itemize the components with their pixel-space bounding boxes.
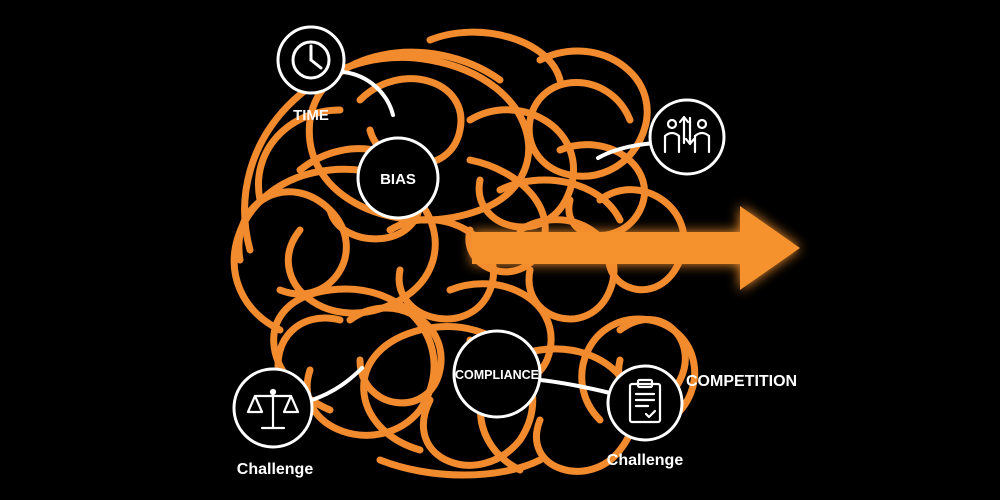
compliance-node: COMPLIANCE xyxy=(452,329,542,419)
challenge-right-label: Challenge xyxy=(607,452,684,469)
challenge-right-node: Challenge xyxy=(606,364,684,469)
bias-node: BIAS xyxy=(356,136,440,220)
time-label: TIME xyxy=(293,107,329,124)
challenge-left-label: Challenge xyxy=(237,461,314,478)
challenge-left-node: Challenge xyxy=(232,367,314,478)
connector-lines xyxy=(310,70,657,402)
compliance-label: COMPLIANCE xyxy=(455,368,539,382)
people-exchange-icon xyxy=(663,115,711,154)
direction-arrow xyxy=(472,206,800,290)
competition-label: COMPETITION xyxy=(686,373,797,390)
bias-label: BIAS xyxy=(380,171,416,188)
competition-node xyxy=(648,98,726,176)
time-node: TIME xyxy=(276,25,346,124)
clock-icon xyxy=(291,40,331,80)
scales-icon xyxy=(246,388,300,430)
clipboard-icon xyxy=(628,378,662,424)
